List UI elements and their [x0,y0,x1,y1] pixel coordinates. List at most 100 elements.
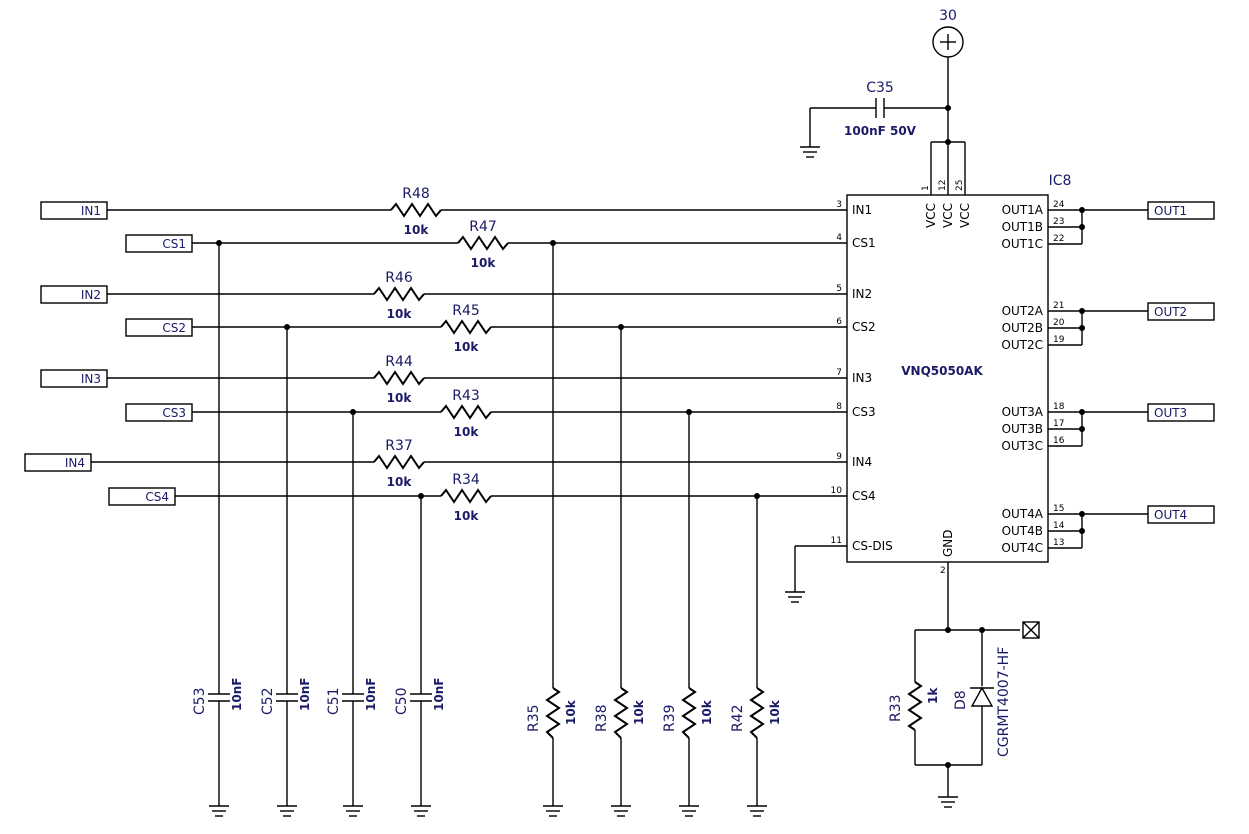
ic-pin-num: 16 [1053,436,1065,446]
d8-ref: D8 [953,690,969,710]
resistor-value: 10k [768,699,782,725]
port-label: CS1 [162,237,186,251]
port-box [1147,201,1215,220]
ic-part: VNQ5050AK [901,364,983,378]
port-box [125,403,193,422]
cap-ref: C51 [326,687,342,715]
gnd-pin-num: 2 [940,566,946,576]
cap-ref: C50 [394,687,410,715]
cap-value: 10nF [230,678,244,711]
vcc-pin-num: 1 [921,185,931,191]
port-label: CS3 [162,406,186,420]
ground-symbol [209,805,229,817]
ic-pin-out1b: OUT1B [1002,220,1043,234]
port-box [1147,505,1215,524]
ic-pin-cs2: CS2 [852,320,876,334]
ic-pin-cs-dis: CS-DIS [852,539,893,553]
junction-dot [1079,528,1085,534]
port-label: OUT3 [1154,406,1187,420]
resistor-value: 10k [387,391,413,405]
resistor-ref: R47 [469,219,497,235]
resistor-ref: R46 [385,270,413,286]
junction-dot [1079,224,1085,230]
cap-value: 10nF [298,678,312,711]
cap-ref: C53 [192,687,208,715]
ic-pin-out4c: OUT4C [1001,541,1043,555]
input-port-in4: IN4 [24,453,92,472]
resistor-value: 10k [454,425,480,439]
c35-value: 100nF 50V [844,124,917,138]
ic-pin-out3a: OUT3A [1002,405,1044,419]
ic-pin-num: 9 [836,452,842,462]
ic-pin-in4: IN4 [852,455,872,469]
ic-gnd-pin: GND 2 [940,529,955,576]
ic-pin-num: 18 [1053,402,1065,412]
port-box [1147,403,1215,422]
resistor-ref: R44 [385,354,413,370]
junction-dot [1079,325,1085,331]
port-label: IN1 [81,204,101,218]
resistor-value: 10k [564,699,578,725]
resistor-ref: R43 [452,388,480,404]
ic-pin-num: 5 [836,284,842,294]
capacitor-c35: C35 100nF 50V [844,80,917,138]
port-box [40,369,108,388]
resistor-zigzag [681,687,697,739]
c35-ref: C35 [866,80,894,96]
ic-pin-num: 3 [836,200,842,210]
capacitor-c50: C50 10nF [394,678,446,715]
resistor-ref: R37 [385,438,413,454]
ic-pin-num: 21 [1053,301,1064,311]
resistor-r43: R43 10k [440,388,492,439]
d8-value: CGRMT4007-HF [996,647,1012,757]
port-label: IN2 [81,288,101,302]
resistor-ref: R38 [594,704,610,732]
resistor-ref: R45 [452,303,480,319]
ic-pin-num: 20 [1053,318,1065,328]
resistor-value: 10k [471,256,497,270]
resistor-value: 10k [387,307,413,321]
vcc-pin-name: VCC [924,203,938,228]
cap-value: 10nF [432,678,446,711]
resistor-value: 10k [404,223,430,237]
supply-symbol: 30 [932,8,964,58]
ic-left-pins: IN13CS14IN25CS26IN37CS38IN49CS410CS-DIS1… [831,200,893,553]
port-box [40,201,108,220]
port-label: IN3 [81,372,101,386]
ic-pin-num: 13 [1053,538,1064,548]
ic-pin-in3: IN3 [852,371,872,385]
cap-value: 10nF [364,678,378,711]
ic-pin-num: 8 [836,402,842,412]
capacitor-c51: C51 10nF [326,678,378,715]
ic-pin-cs3: CS3 [852,405,876,419]
r33-value: 1k [926,687,940,704]
port-box [24,453,92,472]
port-label: OUT4 [1154,508,1187,522]
port-box [125,234,193,253]
port-box [40,285,108,304]
resistor-value: 10k [632,699,646,725]
test-point [1022,621,1040,639]
cap-ref: C52 [260,687,276,715]
resistor-r44: R44 10k [373,354,425,405]
ic-pin-out3c: OUT3C [1001,439,1043,453]
ic-pin-num: 10 [831,486,843,496]
resistor-zigzag [440,488,492,504]
resistor-zigzag [457,235,509,251]
output-port-1: OUT1 [1147,201,1215,220]
vcc-pin-name: VCC [941,203,955,228]
gnd-pin-name: GND [941,529,955,557]
port-label: CS2 [162,321,186,335]
resistor-ref: R39 [662,704,678,732]
ic-pin-num: 15 [1053,504,1064,514]
input-port-in2: IN2 [40,285,108,304]
resistor-r46: R46 10k [373,270,425,321]
input-port-cs1: CS1 [125,234,193,253]
resistor-ref: R35 [526,704,542,732]
filter-capacitors: C53 10nF C52 10nF C51 10nF C50 10nF [192,678,446,715]
